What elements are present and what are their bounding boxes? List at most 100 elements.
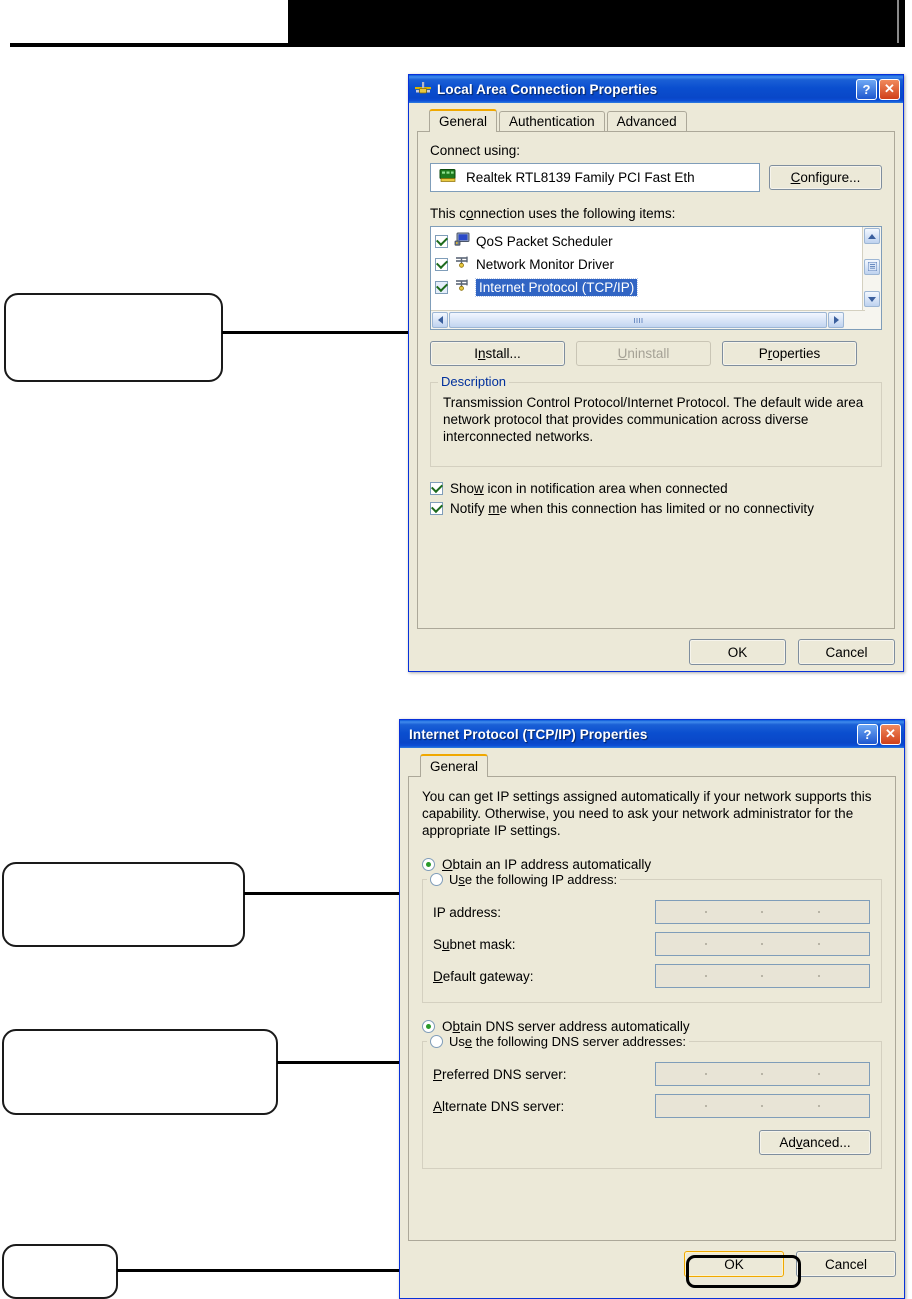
callout-obtain-dns [2,1029,278,1115]
list-item[interactable]: Network Monitor Driver [435,253,862,276]
lan-cancel-button[interactable]: Cancel [798,639,895,665]
subnet-mask-row: Subnet mask: [433,932,871,956]
leader-line-obtain-ip [244,892,450,895]
obtain-dns-automatically-radio[interactable] [422,1019,435,1033]
obtain-ip-automatically-radio[interactable] [422,857,435,871]
protocol-icon [454,255,470,274]
callout-obtain-ip [2,862,245,947]
callout-ok [2,1244,118,1299]
local-area-connection-properties-dialog: Local Area Connection Properties ? ✕ Gen… [408,74,904,672]
advanced-button[interactable]: Advanced... [759,1130,871,1155]
obtain-ip-automatically-label: Obtain an IP address automatically [442,856,652,872]
tcpip-intro-text: You can get IP settings assigned automat… [422,789,872,838]
show-icon-checkbox-row[interactable]: Show icon in notification area when conn… [430,481,882,496]
lan-tabstrip: General Authentication Advanced [417,109,895,132]
item-checkbox[interactable] [435,281,448,294]
items-label: This connection uses the following items… [430,206,676,221]
list-item-selected[interactable]: Internet Protocol (TCP/IP) [435,276,862,299]
obtain-dns-automatically-label: Obtain DNS server address automatically [442,1018,690,1034]
show-icon-label: Show icon in notification area when conn… [450,481,728,496]
list-item[interactable]: QoS Packet Scheduler [435,230,862,253]
page-header-rule [10,43,905,47]
listbox-horizontal-scrollbar[interactable] [431,310,865,329]
h-scroll-thumb[interactable] [449,312,827,328]
use-following-dns-legend[interactable]: Use the following DNS server addresses: [427,1034,689,1049]
ip-address-row: IP address: [433,900,871,924]
page-header-edge-line [897,0,899,45]
default-gateway-label: Default gateway: [433,968,534,984]
help-button[interactable]: ? [856,78,877,100]
tab-advanced[interactable]: Advanced [606,111,687,132]
alternate-dns-input[interactable] [655,1094,870,1118]
adapter-name: Realtek RTL8139 Family PCI Fast Eth [466,170,695,185]
ip-address-input[interactable] [655,900,870,924]
connect-using-label: Connect using: [430,143,521,158]
leader-line-obtain-dns [277,1061,450,1064]
obtain-ip-automatically-row[interactable]: Obtain an IP address automatically [422,855,882,873]
close-icon[interactable]: ✕ [880,723,901,745]
tcpip-cancel-button[interactable]: Cancel [796,1251,896,1277]
item-label: QoS Packet Scheduler [476,234,613,249]
page-header-bar [288,0,905,45]
use-following-ip-group: Use the following IP address: IP address… [422,872,882,1003]
install-button[interactable]: Install... [430,341,565,366]
configure-button[interactable]: Configure... [769,165,882,190]
network-connection-icon [414,81,432,97]
notify-me-checkbox[interactable] [430,502,443,515]
protocol-icon [454,278,470,297]
scroll-down-button[interactable] [864,291,880,307]
lan-ok-button[interactable]: OK [689,639,786,665]
help-button[interactable]: ? [857,723,878,745]
tcpip-ok-button[interactable]: OK [684,1251,784,1277]
alternate-dns-row: Alternate DNS server: [433,1094,871,1118]
tab-general[interactable]: General [429,109,498,132]
item-checkbox[interactable] [435,258,448,271]
preferred-dns-row: Preferred DNS server: [433,1062,871,1086]
lan-dialog-titlebar[interactable]: Local Area Connection Properties ? ✕ [409,75,903,103]
scroll-up-button[interactable] [864,228,880,244]
use-following-dns-label: Use the following DNS server addresses: [449,1034,686,1049]
components-listbox[interactable]: QoS Packet Scheduler [430,226,882,330]
lan-tab-panel: Connect using: Realtek RTL8139 Family PC… [417,131,895,629]
alternate-dns-label: Alternate DNS server: [433,1098,565,1114]
tcpip-dialog-title: Internet Protocol (TCP/IP) Properties [409,726,648,742]
use-following-ip-legend[interactable]: Use the following IP address: [427,872,621,887]
description-legend: Description [438,374,510,389]
preferred-dns-label: Preferred DNS server: [433,1066,567,1082]
uninstall-button: Uninstall [576,341,711,366]
subnet-mask-label: Subnet mask: [433,936,516,952]
leader-line-tcpip-item [222,331,477,334]
description-group: Description Transmission Control Protoco… [430,374,882,467]
tcpip-tab-panel: You can get IP settings assigned automat… [408,776,896,1241]
item-label: Internet Protocol (TCP/IP) [474,278,639,297]
show-icon-checkbox[interactable] [430,482,443,495]
preferred-dns-input[interactable] [655,1062,870,1086]
tcpip-dialog-titlebar[interactable]: Internet Protocol (TCP/IP) Properties ? … [400,720,904,748]
scroll-thumb[interactable] [864,258,880,275]
obtain-dns-automatically-row[interactable]: Obtain DNS server address automatically [422,1017,882,1035]
notify-me-checkbox-row[interactable]: Notify me when this connection has limit… [430,501,882,516]
use-following-dns-group: Use the following DNS server addresses: … [422,1034,882,1169]
scroll-right-button[interactable] [828,312,844,328]
scroll-left-button[interactable] [432,312,448,328]
notify-me-label: Notify me when this connection has limit… [450,501,814,516]
lan-dialog-title: Local Area Connection Properties [437,81,658,97]
qos-scheduler-icon [454,232,470,251]
internet-protocol-tcpip-properties-dialog: Internet Protocol (TCP/IP) Properties ? … [399,719,905,1299]
use-following-dns-radio[interactable] [430,1035,443,1048]
use-following-ip-label: Use the following IP address: [449,872,618,887]
listbox-vertical-scrollbar[interactable] [862,227,881,329]
ip-address-label: IP address: [433,904,502,920]
description-text: Transmission Control Protocol/Internet P… [443,395,864,444]
network-adapter-icon [439,168,457,188]
item-checkbox[interactable] [435,235,448,248]
tab-authentication[interactable]: Authentication [499,111,605,132]
properties-button[interactable]: Properties [722,341,857,366]
default-gateway-input[interactable] [655,964,870,988]
tab-general[interactable]: General [420,754,489,777]
use-following-ip-radio[interactable] [430,873,443,886]
callout-tcpip-item [4,293,223,382]
close-icon[interactable]: ✕ [879,78,900,100]
subnet-mask-input[interactable] [655,932,870,956]
tcpip-tabstrip: General [408,754,896,777]
